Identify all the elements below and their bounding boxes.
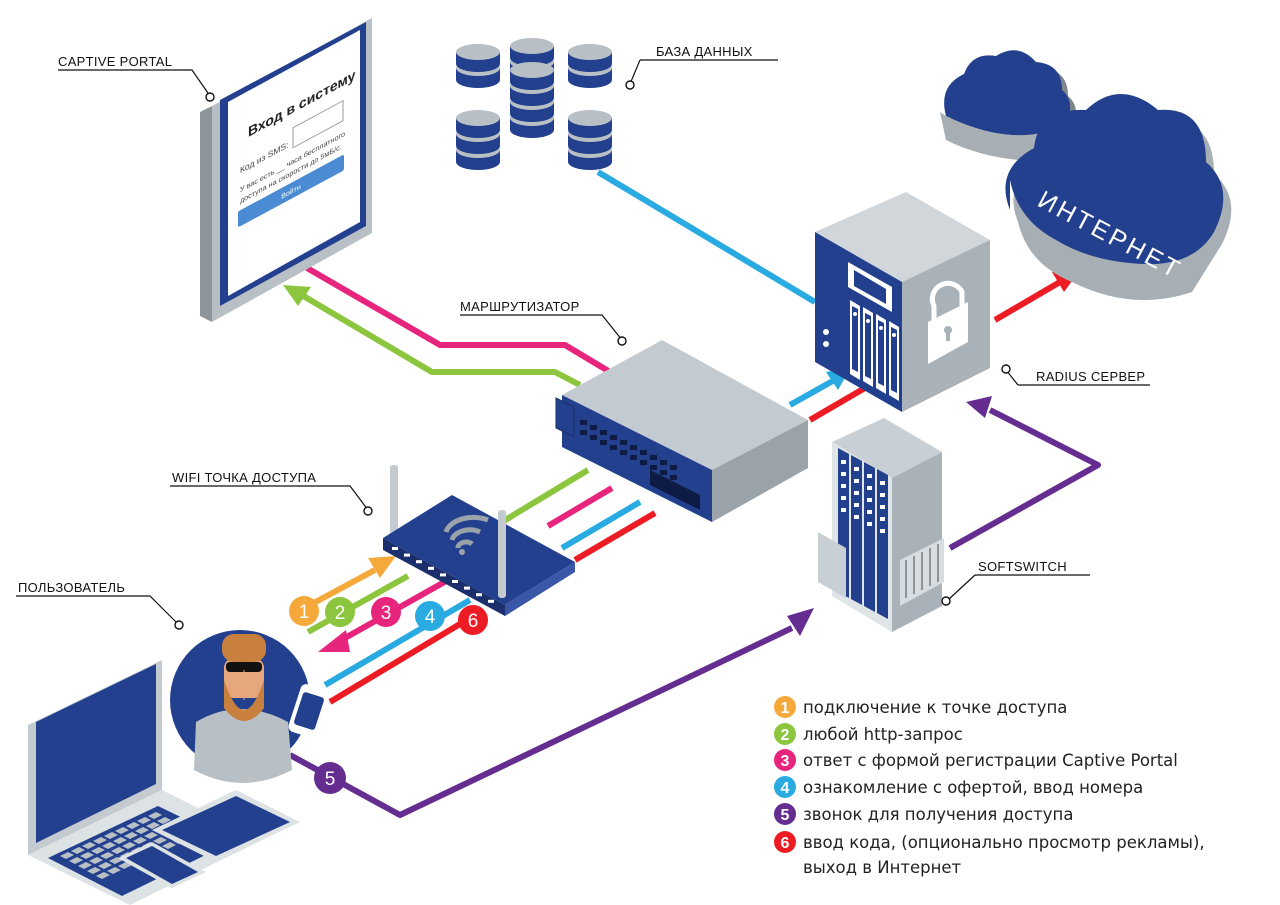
arrowhead-green-portal — [283, 285, 311, 306]
arrowhead-purple-softswitch — [787, 608, 814, 636]
radius-server — [815, 192, 990, 412]
svg-text:5: 5 — [325, 769, 336, 790]
step-badge-3 — [371, 597, 401, 627]
router — [555, 340, 808, 522]
wifi-signal-icon — [443, 514, 489, 555]
svg-text:6: 6 — [468, 611, 479, 632]
arrowhead-pink-user — [318, 630, 350, 652]
lock-icon — [928, 280, 968, 364]
internet-clouds: ИНТЕРНЕТ — [940, 50, 1232, 300]
arrowhead-orange-wifi — [368, 556, 396, 578]
sms-code-field — [292, 100, 344, 149]
line-red-user-wifi — [328, 609, 482, 705]
large-cloud: ИНТЕРНЕТ — [1005, 94, 1232, 300]
legend-item-2: 2 любой http-запрос — [774, 723, 963, 745]
router-ports — [580, 420, 700, 510]
svg-text:любой http-запрос: любой http-запрос — [803, 725, 963, 744]
router-label: МАРШРУТИЗАТОР — [460, 299, 580, 314]
captive-portal-label: CAPTIVE PORTAL — [58, 54, 172, 69]
softswitch — [818, 418, 944, 632]
step-badge-1 — [289, 596, 319, 626]
radius-server-label: RADIUS СЕРВЕР — [1036, 369, 1145, 384]
svg-text:ответ с формой регистрации Cap: ответ с формой регистрации Captive Porta… — [803, 751, 1178, 770]
svg-text:4: 4 — [425, 607, 436, 628]
step-badge-6 — [458, 605, 488, 635]
callout-labels — [16, 59, 1150, 625]
softswitch-label: SOFTSWITCH — [978, 559, 1067, 574]
line-pink-portal-router — [305, 265, 612, 375]
step-badge-5 — [314, 762, 346, 794]
svg-text:звонок для получения доступа: звонок для получения доступа — [803, 805, 1073, 824]
svg-text:4: 4 — [781, 780, 790, 797]
phone — [118, 842, 206, 888]
captive-portal-monitor: Вход в систему Код из SMS: У вас есть __… — [200, 18, 372, 322]
line-blue-db-radius — [596, 169, 817, 305]
svg-text:ознакомление с офертой, ввод н: ознакомление с офертой, ввод номера — [803, 778, 1143, 797]
legend: 1 подключение к точке доступа 2 любой ht… — [774, 696, 1205, 877]
db-cylinder-6 — [568, 110, 612, 170]
database-cluster — [456, 38, 612, 170]
line-green-user-wifi — [306, 573, 410, 635]
legend-item-4: 4 ознакомление с офертой, ввод номера — [774, 776, 1143, 798]
wifi-leds — [392, 547, 494, 603]
wifi-access-point — [383, 465, 575, 616]
line-red-wifi-router — [573, 510, 657, 563]
line-purple-softswitch-radius — [948, 407, 1101, 551]
line-orange-user-wifi — [308, 567, 377, 608]
line-blue-user-wifi — [323, 597, 472, 688]
portal-login-button — [238, 155, 344, 227]
svg-text:1: 1 — [299, 602, 310, 623]
legend-item-5: 5 звонок для получения доступа — [774, 803, 1073, 825]
svg-text:2: 2 — [335, 603, 346, 624]
line-red-radius-internet — [993, 279, 1062, 323]
svg-text:5: 5 — [781, 807, 790, 824]
svg-text:подключение к точке доступа: подключение к точке доступа — [803, 698, 1067, 717]
db-cylinder-5 — [456, 110, 500, 170]
svg-text:ввод кода, (опционально просмо: ввод кода, (опционально просмотр рекламы… — [803, 833, 1205, 852]
legend-item-1: 1 подключение к точке доступа — [774, 696, 1067, 718]
tablet — [152, 790, 300, 862]
wifi-label: WIFI ТОЧКА ДОСТУПА — [172, 470, 316, 485]
line-purple-user-softswitch — [288, 625, 794, 818]
db-cylinder-4 — [510, 62, 554, 138]
svg-text:6: 6 — [781, 835, 790, 852]
line-green-router-portal — [298, 291, 582, 388]
line-green-wifi-router — [500, 467, 590, 525]
step-badge-2 — [325, 597, 355, 627]
legend-item-6-continued: выход в Интернет — [803, 858, 962, 877]
legend-item-6: 6 ввод кода, (опционально просмотр рекла… — [774, 831, 1205, 877]
user-avatar — [170, 630, 330, 783]
arrowhead-purple-radius — [966, 396, 992, 418]
svg-text:1: 1 — [781, 700, 790, 717]
svg-text:2: 2 — [781, 727, 790, 744]
step-badge-4 — [415, 601, 445, 631]
legend-item-3: 3 ответ с формой регистрации Captive Por… — [774, 749, 1178, 771]
step-badges: 1 2 3 4 6 5 — [289, 596, 488, 794]
db-cylinder-1 — [456, 44, 500, 88]
svg-text:3: 3 — [781, 753, 790, 770]
radius-drive-bays — [850, 300, 899, 401]
callout-dots — [174, 80, 1011, 630]
connection-lines — [288, 169, 1101, 818]
database-label: БАЗА ДАННЫХ — [656, 44, 753, 59]
db-cylinder-2 — [568, 44, 612, 88]
user-label: ПОЛЬЗОВАТЕЛЬ — [18, 580, 125, 595]
line-pink-wifi-router — [546, 485, 614, 529]
line-red-router-radius — [808, 382, 872, 423]
line-blue-wifi-router — [560, 499, 642, 551]
arrow-heads — [283, 270, 1080, 652]
svg-text:3: 3 — [381, 603, 392, 624]
line-blue-router-radius — [788, 375, 840, 408]
